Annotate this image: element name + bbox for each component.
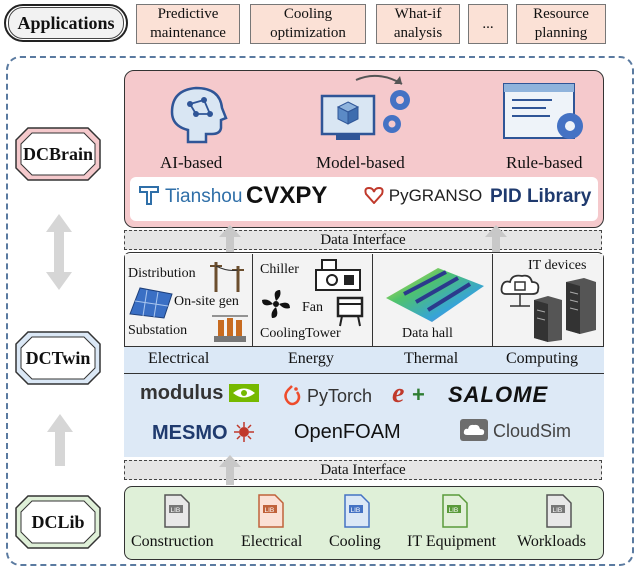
label-cooling-tower: CoolingTower <box>260 326 341 341</box>
lib-it-equipment: IT Equipment <box>407 533 497 550</box>
label-distribution: Distribution <box>128 266 196 281</box>
simulation-tools-panel <box>124 374 604 457</box>
svg-text:e: e <box>392 378 404 408</box>
twin-category-row: Electrical Energy Thermal Computing <box>124 346 604 374</box>
brain-twin-double-arrow-icon <box>46 214 72 290</box>
tool-openfoam: OpenFOAM <box>294 421 401 443</box>
lib-pygranso: PyGRANSO <box>364 186 482 206</box>
dclib-label: DCLib <box>14 494 102 550</box>
lib-cooling: Cooling <box>329 533 381 550</box>
cloud-network-icon <box>500 274 540 307</box>
app-ellipsis: ... <box>468 4 508 44</box>
it-equipment-doc-icon: LIB <box>442 494 468 528</box>
mesmo-network-icon <box>234 422 255 442</box>
applications-label: Applications <box>4 4 128 42</box>
svg-text:LIB: LIB <box>351 507 361 514</box>
cooling-doc-icon: LIB <box>344 494 370 528</box>
model-cube-gears-icon <box>320 74 410 140</box>
lib-tianshou: Tianshou <box>138 184 242 208</box>
svg-text:+: + <box>412 382 425 407</box>
distribution-pole-icon <box>210 262 244 292</box>
lib-pid-library: PID Library <box>490 186 592 207</box>
tool-pytorch: PyTorch <box>282 384 372 407</box>
lib-twin-up-arrow-icon <box>47 414 73 466</box>
electrical-doc-icon: LIB <box>258 494 284 528</box>
data-interface-bottom: Data Interface <box>124 460 602 480</box>
svg-text:LIB: LIB <box>171 507 181 514</box>
dclib-panel: LIB LIB LIB LIB LIB Construction Electri… <box>124 486 604 560</box>
heart-logo-icon <box>364 186 384 205</box>
category-electrical: Electrical <box>148 350 210 367</box>
tool-modulus: modulus <box>140 382 259 405</box>
fan-icon <box>262 290 290 318</box>
construction-doc-icon: LIB <box>164 494 190 528</box>
lib-electrical: Electrical <box>241 533 303 550</box>
cooling-tower-icon <box>336 296 364 327</box>
svg-text:LIB: LIB <box>553 507 563 514</box>
lib-workloads: Workloads <box>517 533 586 550</box>
method-model-based: Model-based <box>316 153 405 172</box>
data-interface-top: Data Interface <box>124 230 602 250</box>
method-ai-based: AI-based <box>160 153 223 172</box>
nvidia-eye-icon <box>228 384 259 402</box>
label-data-hall: Data hall <box>402 326 453 341</box>
lib-cvxpy: CVXPY <box>246 182 328 209</box>
label-substation: Substation <box>128 323 188 338</box>
svg-text:LIB: LIB <box>265 507 275 514</box>
tool-mesmo: MESMO <box>152 421 255 445</box>
pytorch-flame-icon <box>284 385 301 406</box>
lib-interface-arrow-icon <box>219 455 241 485</box>
dctwin-label: DCTwin <box>14 330 102 386</box>
substation-icon <box>212 315 248 342</box>
solar-panel-icon <box>129 287 173 319</box>
label-on-site-gen: On-site gen <box>174 294 239 309</box>
tool-cloudsim: CloudSim <box>460 419 571 442</box>
workloads-doc-icon: LIB <box>546 494 572 528</box>
rule-settings-icon <box>503 83 583 139</box>
lib-construction: Construction <box>131 533 214 550</box>
dcbrain-label: DCBrain <box>14 126 102 182</box>
interface-arrow-right-icon <box>485 225 507 253</box>
method-rule-based: Rule-based <box>506 153 583 172</box>
category-computing: Computing <box>506 350 579 367</box>
chiller-icon <box>315 259 361 291</box>
brain-library-strip <box>130 177 598 221</box>
interface-arrow-left-icon <box>219 225 241 253</box>
energyplus-logo-icon: e + <box>392 378 425 408</box>
cloudsim-cloud-icon <box>460 419 488 441</box>
label-fan: Fan <box>302 300 323 315</box>
tianshou-logo-icon <box>139 186 159 205</box>
ai-brain-icon <box>170 86 228 144</box>
framework-frame <box>6 56 634 566</box>
category-thermal: Thermal <box>404 350 459 367</box>
tool-salome: SALOME <box>448 382 549 407</box>
server-rack-icon <box>534 278 596 342</box>
category-energy: Energy <box>288 350 334 367</box>
data-hall-heatmap-icon <box>386 268 484 322</box>
applications-title: Applications <box>17 12 115 33</box>
label-chiller: Chiller <box>260 262 299 277</box>
label-it-devices: IT devices <box>528 258 587 273</box>
svg-text:LIB: LIB <box>449 507 459 514</box>
